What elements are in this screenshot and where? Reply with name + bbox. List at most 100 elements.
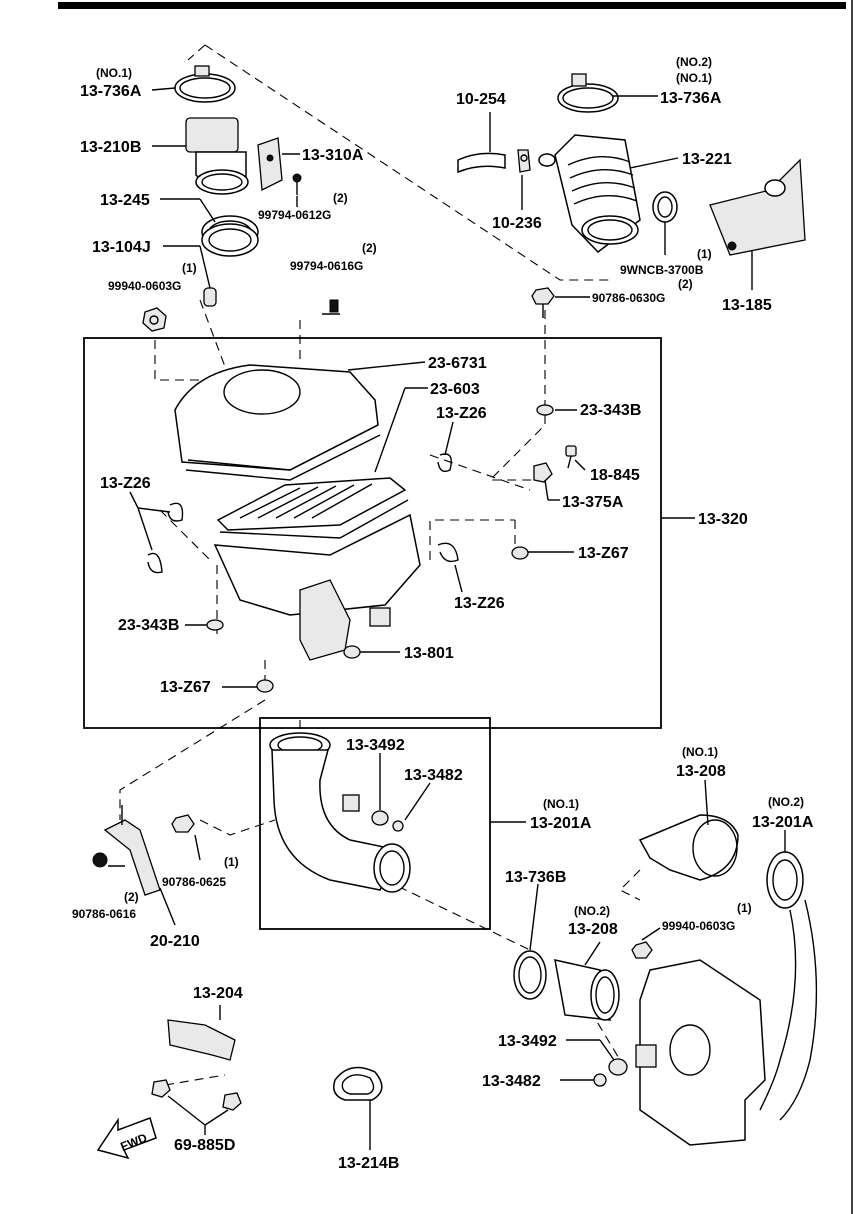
- label-23-343b-left: 23-343B: [118, 617, 179, 634]
- label-no2-tag: (NO.2): [676, 55, 712, 69]
- joint-13-104j: [203, 287, 217, 307]
- label-13-z26-c: 13-Z26: [454, 595, 505, 612]
- grommet-23-343b-left: [206, 619, 224, 631]
- clip-13-z26-group: [147, 453, 459, 574]
- label-90786-0625: 90786-0625: [162, 875, 226, 889]
- label-13-208-no1-tag: (NO.1): [682, 745, 718, 759]
- label-13-375a: 13-375A: [562, 494, 624, 511]
- intake-duct-box: [259, 717, 491, 930]
- air-cleaner-cover-23-6731: [174, 364, 381, 481]
- label-90786-0630g: 90786-0630G: [592, 291, 665, 305]
- label-13-210b: 13-210B: [80, 139, 141, 156]
- grommet-23-343b-right: [536, 404, 554, 416]
- label-20-210: 20-210: [150, 933, 200, 950]
- bolt-90786-0630g: [531, 287, 555, 318]
- grommet-13-z67-left: [256, 679, 274, 693]
- bracket-13-310a: [257, 137, 302, 195]
- label-13-201a-no1-tag: (NO.1): [543, 797, 579, 811]
- bolt-99794-0616g: [322, 299, 340, 315]
- clamp-9wncb-3700b: [652, 191, 678, 223]
- air-filter-element-23-603: [216, 477, 409, 539]
- label-10-254: 10-254: [456, 91, 506, 108]
- hose-clamp-13-736b: [513, 950, 547, 1000]
- label-99940-qty-top: (1): [182, 261, 197, 275]
- clip-13-375a: [533, 462, 553, 483]
- label-13-3492-bottom: 13-3492: [498, 1033, 557, 1050]
- label-13-3482-top: 13-3482: [404, 767, 463, 784]
- damper-13-3492-top: [371, 810, 389, 826]
- fwd-arrow-icon: [96, 1117, 157, 1160]
- label-13-320: 13-320: [698, 511, 748, 528]
- label-9wncb-qty: (1): [697, 247, 712, 261]
- intake-duct-13-201a-no1: [269, 732, 411, 893]
- label-13-201a-no2-tag: (NO.2): [768, 795, 804, 809]
- label-13-208-no2: 13-208: [568, 921, 618, 938]
- label-13-z67-left: 13-Z67: [160, 679, 211, 696]
- fitting-10-236: [517, 149, 531, 173]
- nut-99940-0603g-bottom: [631, 941, 653, 959]
- label-13-310a: 13-310A: [302, 147, 364, 164]
- airflow-sensor-13-210b: [185, 117, 249, 195]
- label-13-245: 13-245: [100, 192, 150, 209]
- clip-13-801: [343, 645, 361, 659]
- intake-duct-13-201a-no2: [759, 851, 818, 1121]
- insulator-13-208-no1: [638, 814, 739, 881]
- clip-13-3482-top: [392, 820, 404, 832]
- label-9wncb-qty2: (2): [678, 277, 693, 291]
- label-13-204: 13-204: [193, 985, 243, 1002]
- clip-13-3482-bottom: [593, 1073, 607, 1087]
- top-border: [58, 2, 846, 9]
- label-10-236: 10-236: [492, 215, 542, 232]
- label-13-3482-bottom: 13-3482: [482, 1073, 541, 1090]
- label-23-343b-right: 23-343B: [580, 402, 641, 419]
- label-18-845: 18-845: [590, 467, 640, 484]
- hose-clamp-13-736a-left: [174, 65, 236, 103]
- label-13-185: 13-185: [722, 297, 772, 314]
- leader-lines: [108, 87, 786, 1150]
- label-13-214b: 13-214B: [338, 1155, 399, 1172]
- label-99940-qty-bottom: (1): [737, 901, 752, 915]
- label-13-z26-b: 13-Z26: [100, 475, 151, 492]
- label-13-3492-top: 13-3492: [346, 737, 405, 754]
- hose-clamp-13-736a-right: [557, 73, 619, 113]
- label-99794-0612g: 99794-0612G: [258, 208, 331, 222]
- label-13-736b: 13-736B: [505, 869, 566, 886]
- bolts-69-885d: [151, 1079, 242, 1111]
- air-cleaner-assembly-box: [83, 337, 662, 729]
- label-90786-0625-qty: (1): [224, 855, 239, 869]
- dashed-connection-lines: [119, 44, 641, 1086]
- damper-13-3492-bottom: [608, 1058, 628, 1076]
- label-99794-0612g-qty: (2): [333, 191, 348, 205]
- label-13-104j: 13-104J: [92, 239, 151, 256]
- label-90786-0616: 90786-0616: [72, 907, 136, 921]
- label-13-736a-right: 13-736A: [660, 90, 722, 107]
- label-13-736a-no1-tag: (NO.1): [96, 66, 132, 80]
- screw-18-845: [565, 445, 577, 469]
- label-23-603: 23-603: [430, 381, 480, 398]
- hose-13-208-no2: [554, 959, 620, 1021]
- label-13-736a-left: 13-736A: [80, 83, 142, 100]
- label-9wncb-3700b: 9WNCB-3700B: [620, 263, 704, 277]
- bellows-hose-13-221: [538, 134, 641, 254]
- bolt-90786-0625: [171, 814, 195, 833]
- grommet-13-z67-right: [511, 546, 529, 560]
- air-cleaner-housing: [213, 513, 421, 661]
- label-90786-0616-qty: (2): [124, 890, 139, 904]
- label-13-z26-a: 13-Z26: [436, 405, 487, 422]
- label-99940-0603g-top: 99940-0603G: [108, 279, 181, 293]
- seal-ring-13-245: [201, 215, 259, 257]
- bracket-20-210: [92, 805, 161, 896]
- label-13-208-no1: 13-208: [676, 763, 726, 780]
- lower-air-cleaner-case: [635, 959, 766, 1146]
- nut-99940-0603g-top: [142, 307, 167, 332]
- hose-10-254: [457, 152, 506, 174]
- label-99794-0616g-qty: (2): [362, 241, 377, 255]
- label-13-z67-right: 13-Z67: [578, 545, 629, 562]
- resonator-13-185: [709, 158, 806, 256]
- label-13-201a-no2: 13-201A: [752, 814, 814, 831]
- label-13-201a-no1: 13-201A: [530, 815, 592, 832]
- label-23-6731: 23-6731: [428, 355, 487, 372]
- label-13-801: 13-801: [404, 645, 454, 662]
